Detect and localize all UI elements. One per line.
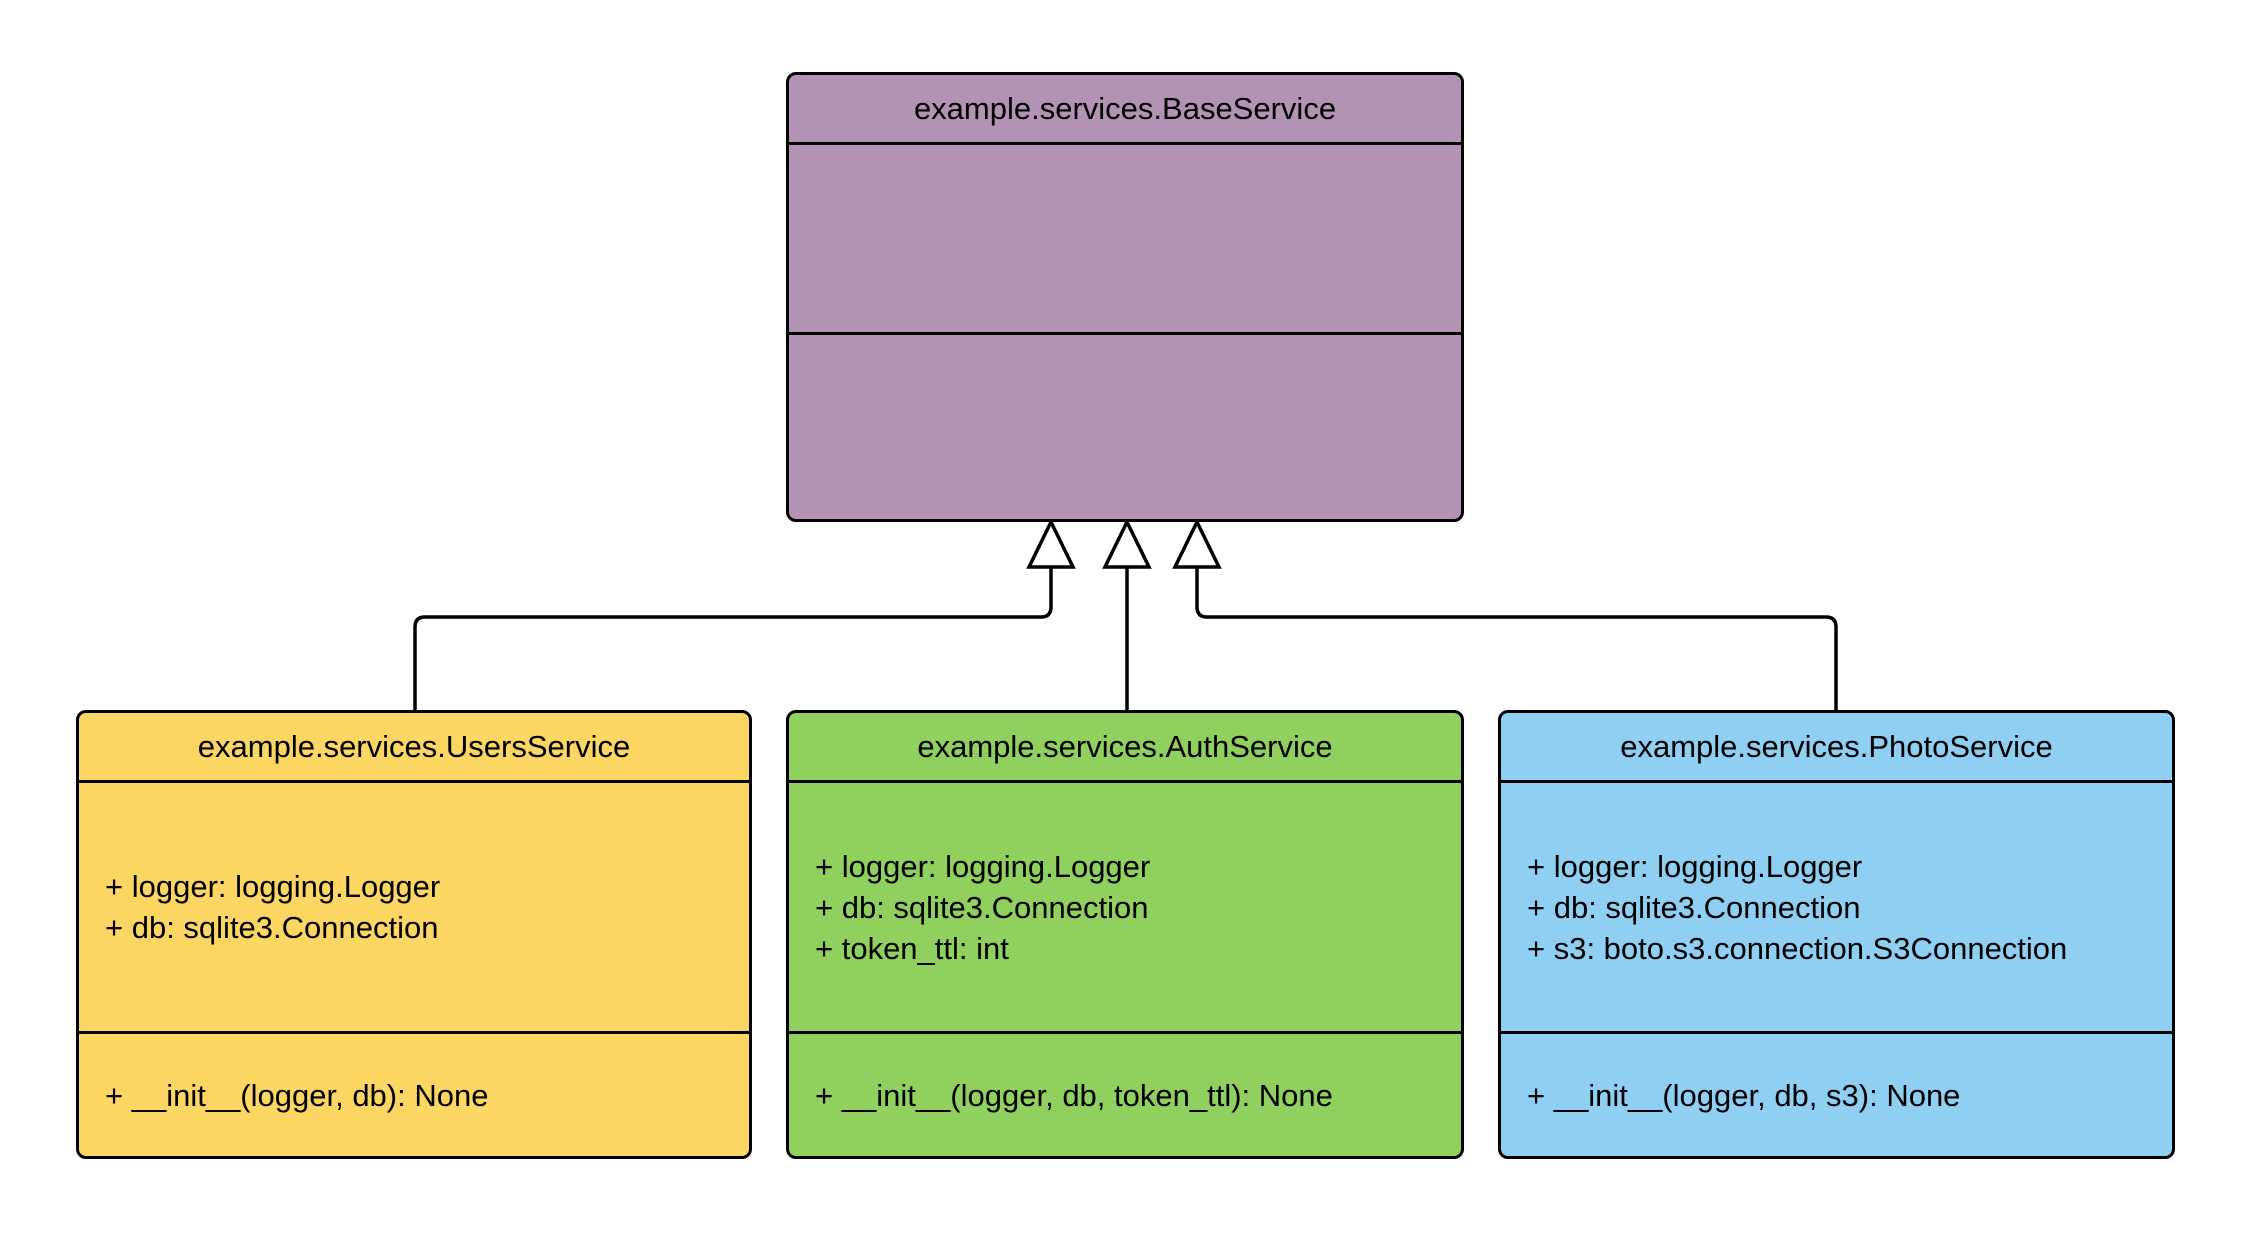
- inheritance-arrowhead-icon: [1102, 518, 1152, 569]
- attributes-compartment: + logger: logging.Logger + db: sqlite3.C…: [1501, 780, 2172, 1031]
- class-box-baseservice: example.services.BaseService: [786, 72, 1464, 522]
- attribute-line: + token_ttl: int: [815, 930, 1009, 966]
- methods-compartment: + __init__(logger, db, token_ttl): None: [789, 1031, 1461, 1156]
- inheritance-edge-usersservice: [413, 566, 1053, 713]
- method-line: + __init__(logger, db): None: [105, 1077, 489, 1113]
- method-line: + __init__(logger, db, s3): None: [1527, 1077, 1961, 1113]
- methods-compartment: + __init__(logger, db, s3): None: [1501, 1031, 2172, 1156]
- class-box-usersservice: example.services.UsersService + logger: …: [76, 710, 752, 1159]
- inheritance-arrowhead-icon: [1026, 518, 1076, 569]
- attribute-line: + db: sqlite3.Connection: [1527, 889, 1861, 925]
- class-title: example.services.BaseService: [913, 90, 1337, 126]
- methods-compartment: [789, 332, 1461, 519]
- attribute-line: + db: sqlite3.Connection: [815, 889, 1149, 925]
- inheritance-edge-photoservice: [1195, 566, 1838, 713]
- attribute-line: + logger: logging.Logger: [815, 848, 1151, 884]
- class-title: example.services.UsersService: [197, 728, 631, 764]
- class-title: example.services.AuthService: [917, 728, 1333, 764]
- class-title: example.services.PhotoService: [1620, 728, 2053, 764]
- attribute-line: + db: sqlite3.Connection: [105, 910, 439, 945]
- attributes-compartment: + logger: logging.Logger + db: sqlite3.C…: [789, 780, 1461, 1031]
- attributes-compartment: + logger: logging.Logger + db: sqlite3.C…: [79, 780, 749, 1031]
- attribute-line: + logger: logging.Logger: [105, 869, 441, 904]
- methods-compartment: + __init__(logger, db): None: [79, 1031, 749, 1156]
- attribute-line: + logger: logging.Logger: [1527, 848, 1863, 884]
- attributes-compartment: [789, 142, 1461, 332]
- method-line: + __init__(logger, db, token_ttl): None: [815, 1077, 1333, 1113]
- inheritance-arrowhead-icon: [1172, 518, 1222, 569]
- attribute-line: + s3: boto.s3.connection.S3Connection: [1527, 930, 2068, 966]
- class-box-photoservice: example.services.PhotoService + logger: …: [1498, 710, 2175, 1159]
- class-box-authservice: example.services.AuthService + logger: l…: [786, 710, 1464, 1159]
